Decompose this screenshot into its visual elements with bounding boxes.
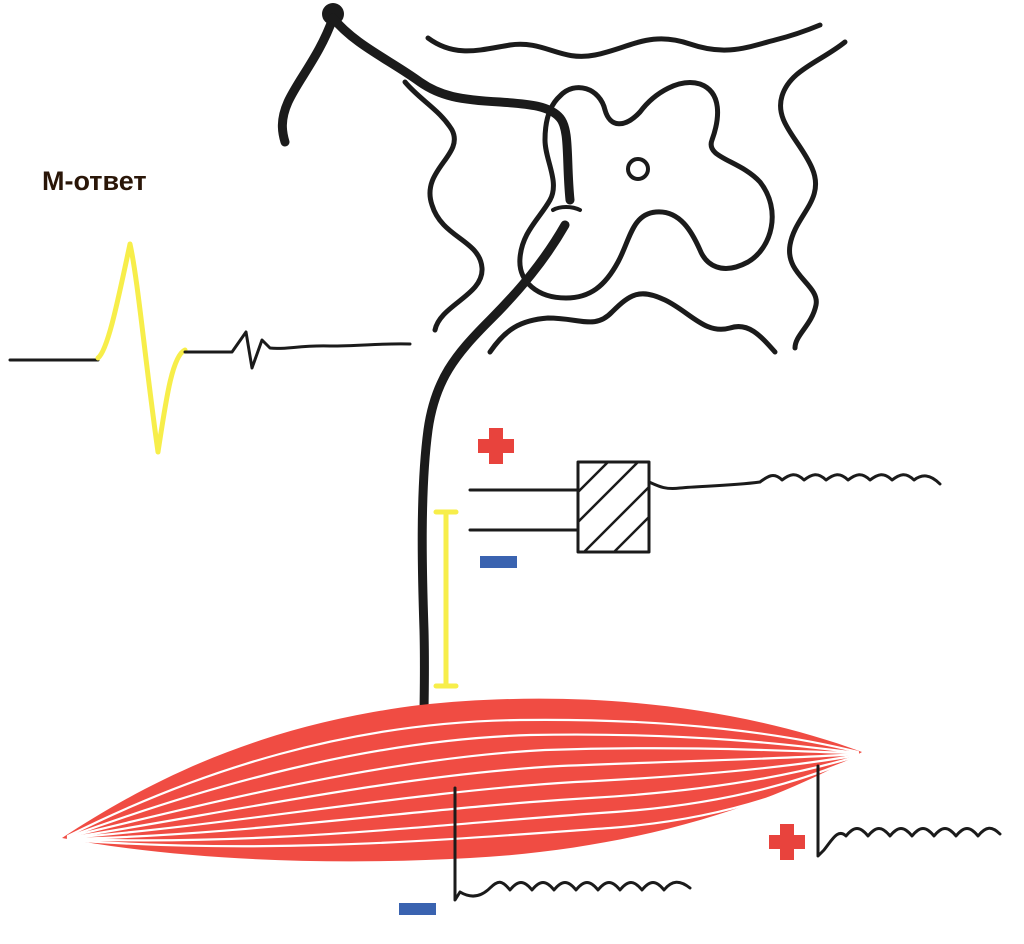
stimulator-box (576, 460, 651, 554)
spinal-cord-cross-section (402, 22, 848, 355)
m-wave-yellow (95, 241, 188, 455)
recording-electrodes (399, 764, 1002, 915)
motor-neuron-synapse (551, 205, 582, 212)
stimulating-electrode (433, 509, 459, 689)
sensory-fiber-peripheral (277, 13, 338, 147)
central-canal (626, 157, 650, 181)
spinal-cord-outline-top (425, 22, 823, 59)
minus-sign-stimulator (480, 556, 517, 568)
motor-nerve-fiber (417, 205, 582, 721)
sensory-neuron (277, 3, 575, 205)
spinal-cord-outline-left (402, 79, 485, 333)
plus-sign-stimulator (478, 428, 514, 464)
m-response-label: М-ответ (42, 166, 147, 196)
muscle-belly (62, 698, 862, 862)
minus-sign-recording (399, 903, 436, 915)
waveform-tail (183, 330, 412, 370)
stimulator-box-hatching (576, 460, 651, 554)
grey-matter-outline (517, 80, 775, 301)
stimulator (468, 428, 942, 568)
spinal-cord-outline-right (778, 39, 848, 351)
muscle-fibers (66, 718, 860, 848)
sensory-fiber-central (328, 13, 575, 205)
stimulator-output-trace (647, 473, 942, 490)
recording-trace-positive (816, 764, 1002, 858)
recording-trace-negative (453, 786, 692, 902)
motor-fiber (417, 220, 570, 721)
muscle (62, 698, 862, 862)
spinal-cord-outline-bottom (487, 291, 778, 355)
m-response-waveform: М-ответ (8, 166, 412, 455)
plus-sign-recording (769, 824, 805, 860)
